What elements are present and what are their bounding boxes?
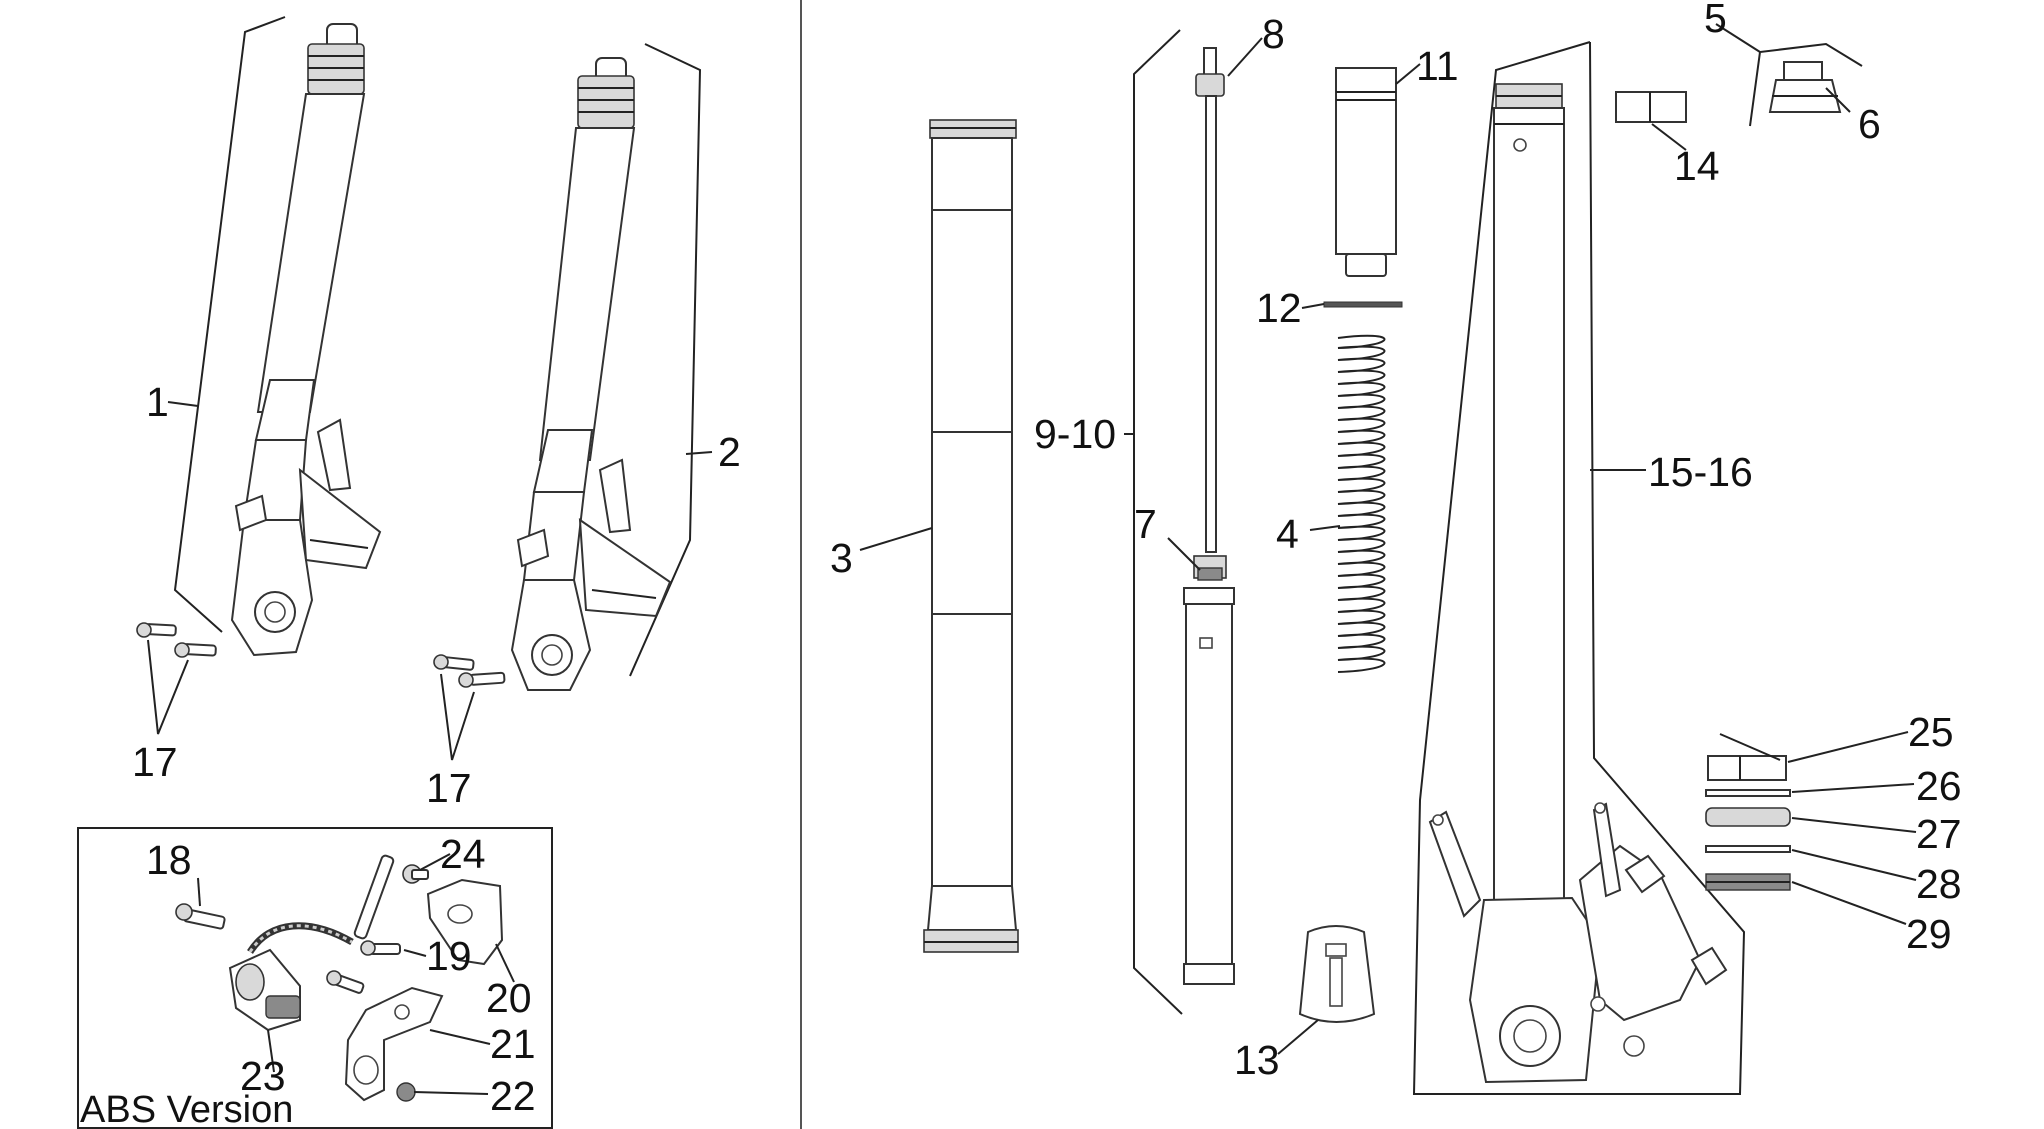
callout-8: 8	[1262, 11, 1285, 57]
callout-4: 4	[1276, 511, 1299, 557]
part-11-spacer	[1335, 67, 1397, 277]
callout-22: 22	[490, 1073, 536, 1119]
fork-leg-2	[510, 43, 702, 691]
callout-18: 18	[146, 837, 192, 883]
part-5-6-cap	[1749, 42, 1863, 127]
abs-version-caption: ABS Version	[80, 1089, 293, 1129]
callout-7: 7	[1134, 501, 1157, 547]
part-3-outer-tube	[923, 119, 1019, 953]
callout-23: 23	[240, 1053, 286, 1099]
callout-15-16: 15-16	[1648, 449, 1753, 495]
callout-29: 29	[1906, 911, 1952, 957]
part-15-16-slider	[1412, 41, 1746, 1095]
bolts-17-right	[433, 654, 506, 761]
callout-27: 27	[1916, 811, 1962, 857]
callout-26: 26	[1916, 763, 1962, 809]
callout-12: 12	[1256, 285, 1302, 331]
parts-25-29-seal-stack	[1705, 755, 1791, 891]
part-9-10-cartridge	[1133, 29, 1235, 1015]
bolts-17-left	[136, 622, 217, 735]
callout-9-10: 9-10	[1034, 411, 1116, 457]
part-14-bushing	[1615, 91, 1687, 123]
part-4-spring	[1337, 334, 1386, 673]
callout-21: 21	[490, 1021, 536, 1067]
callout-3: 3	[830, 535, 853, 581]
callout-2: 2	[718, 429, 741, 475]
callout-19: 19	[426, 933, 472, 979]
leader-lines	[167, 23, 1917, 1095]
callout-17-right: 17	[426, 765, 472, 811]
callout-25: 25	[1908, 709, 1954, 755]
callout-14: 14	[1674, 143, 1720, 189]
callout-13: 13	[1234, 1037, 1280, 1083]
callout-labels: 1 2 3 4 5 6 7 8 9-10 11 12 13 14 15-16 1…	[80, 0, 1962, 1129]
abs-version-box	[77, 827, 553, 1129]
abs-sensor-parts	[175, 854, 504, 1102]
callout-6: 6	[1858, 101, 1881, 147]
callout-17-left: 17	[132, 739, 178, 785]
fork-leg-1	[173, 16, 382, 657]
part-12-ring	[1323, 301, 1403, 308]
part-13-bolt-tag	[1298, 925, 1376, 1023]
callout-11: 11	[1416, 43, 1459, 89]
callout-24: 24	[440, 831, 486, 877]
callout-1: 1	[146, 379, 169, 425]
callout-28: 28	[1916, 861, 1962, 907]
callout-20: 20	[486, 975, 532, 1021]
callout-5: 5	[1704, 0, 1727, 41]
